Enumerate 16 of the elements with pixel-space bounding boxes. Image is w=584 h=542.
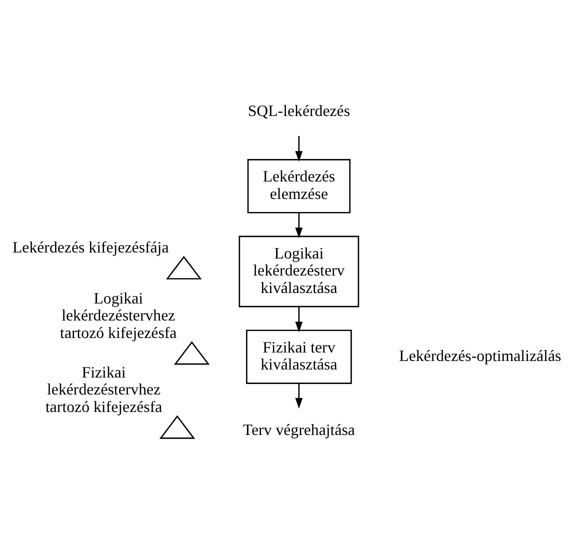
arrow <box>295 136 303 162</box>
label: Lekérdezés-optimalizálás <box>399 347 562 364</box>
node-triangle <box>166 255 202 279</box>
node-triangle <box>159 414 196 438</box>
arrow <box>295 212 303 238</box>
arrow <box>295 383 303 408</box>
node-triangle <box>174 340 210 364</box>
node-text: SQL-lekérdezés <box>248 102 350 120</box>
node-label: Logikai lekérdezéstervhez tartozó kifejezésfa <box>60 290 177 342</box>
node-box: Fizikai terv kiválasztása <box>246 329 352 384</box>
node-box: Logikai lekérdezésterv kiválasztása <box>238 235 360 307</box>
node-text: Terv végrehajtása <box>242 422 355 438</box>
node-label: Lekérdezés kifejezésfája <box>12 238 169 256</box>
arrow <box>295 306 303 332</box>
node-label: Fizikai lekérdezéstervhez tartozó kifejezésfa <box>45 364 162 416</box>
node-box: Lekérdezés elemzése <box>247 158 351 213</box>
